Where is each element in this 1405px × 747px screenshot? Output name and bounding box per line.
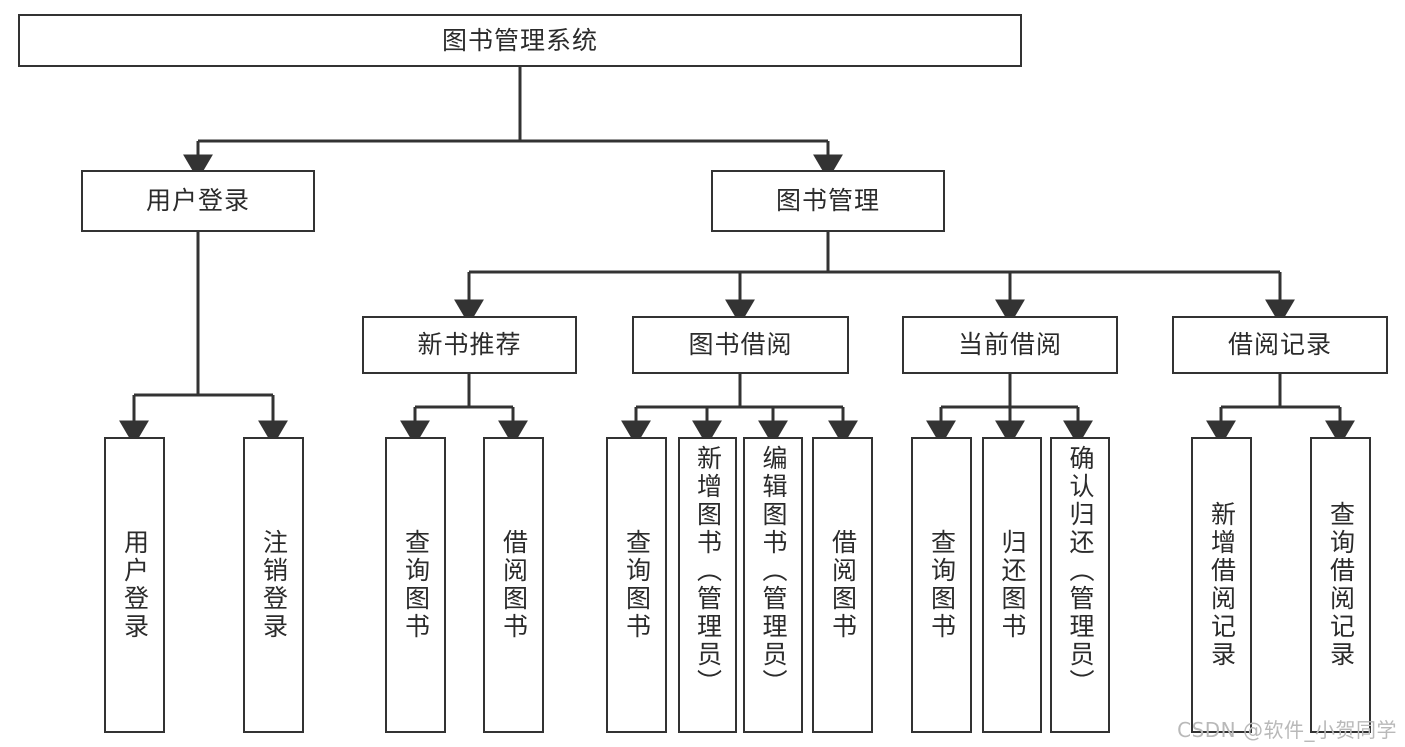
leaf-user-login-login[interactable]: 用户登录 <box>104 437 165 733</box>
leaf-label: 查询图书 <box>927 529 957 641</box>
leaf-new-book-borrow-book[interactable]: 借阅图书 <box>483 437 544 733</box>
leaf-new-book-query-book[interactable]: 查询图书 <box>385 437 446 733</box>
leaf-label: 用户登录 <box>120 529 150 641</box>
leaf-label: 注销登录 <box>259 529 289 641</box>
leaf-label: 借阅图书 <box>499 529 529 641</box>
leaf-current-borrow-confirm-return-admin[interactable]: 确认归还（管理员） <box>1050 437 1110 733</box>
leaf-book-borrow-edit-book-admin[interactable]: 编辑图书（管理员） <box>743 437 803 733</box>
leaf-borrow-records-add-record[interactable]: 新增借阅记录 <box>1191 437 1252 733</box>
node-book-management-label: 图书管理 <box>775 186 880 216</box>
node-user-login-label: 用户登录 <box>145 186 250 216</box>
leaf-label: 编辑图书（管理员） <box>759 445 788 697</box>
leaf-label: 确认归还（管理员） <box>1066 445 1095 697</box>
node-root-book-management-system[interactable]: 图书管理系统 <box>18 14 1022 67</box>
node-current-borrow-label: 当前借阅 <box>957 330 1062 360</box>
leaf-book-borrow-borrow-book[interactable]: 借阅图书 <box>812 437 873 733</box>
leaf-label: 归还图书 <box>998 529 1027 641</box>
node-user-login[interactable]: 用户登录 <box>81 170 315 232</box>
watermark-text: CSDN @软件_小贺同学 <box>1177 718 1397 742</box>
node-current-borrow[interactable]: 当前借阅 <box>902 316 1118 374</box>
leaf-borrow-records-query-record[interactable]: 查询借阅记录 <box>1310 437 1371 733</box>
leaf-book-borrow-query-book[interactable]: 查询图书 <box>606 437 667 733</box>
leaf-label: 新增图书（管理员） <box>693 445 723 697</box>
node-book-borrow-label: 图书借阅 <box>688 330 793 360</box>
leaf-label: 借阅图书 <box>828 529 858 641</box>
leaf-label: 查询借阅记录 <box>1326 501 1356 669</box>
node-new-book-recommend-label: 新书推荐 <box>417 330 522 360</box>
leaf-book-borrow-add-book-admin[interactable]: 新增图书（管理员） <box>678 437 737 733</box>
leaf-current-borrow-return-book[interactable]: 归还图书 <box>982 437 1042 733</box>
leaf-label: 查询图书 <box>622 529 652 641</box>
node-borrow-records-label: 借阅记录 <box>1227 330 1332 360</box>
node-new-book-recommend[interactable]: 新书推荐 <box>362 316 577 374</box>
node-book-borrow[interactable]: 图书借阅 <box>632 316 849 374</box>
node-book-management[interactable]: 图书管理 <box>711 170 945 232</box>
leaf-label: 新增借阅记录 <box>1207 501 1237 669</box>
leaf-user-login-logout[interactable]: 注销登录 <box>243 437 304 733</box>
leaf-current-borrow-query-book[interactable]: 查询图书 <box>911 437 972 733</box>
node-borrow-records[interactable]: 借阅记录 <box>1172 316 1388 374</box>
node-root-label: 图书管理系统 <box>441 25 598 55</box>
leaf-label: 查询图书 <box>401 529 431 641</box>
